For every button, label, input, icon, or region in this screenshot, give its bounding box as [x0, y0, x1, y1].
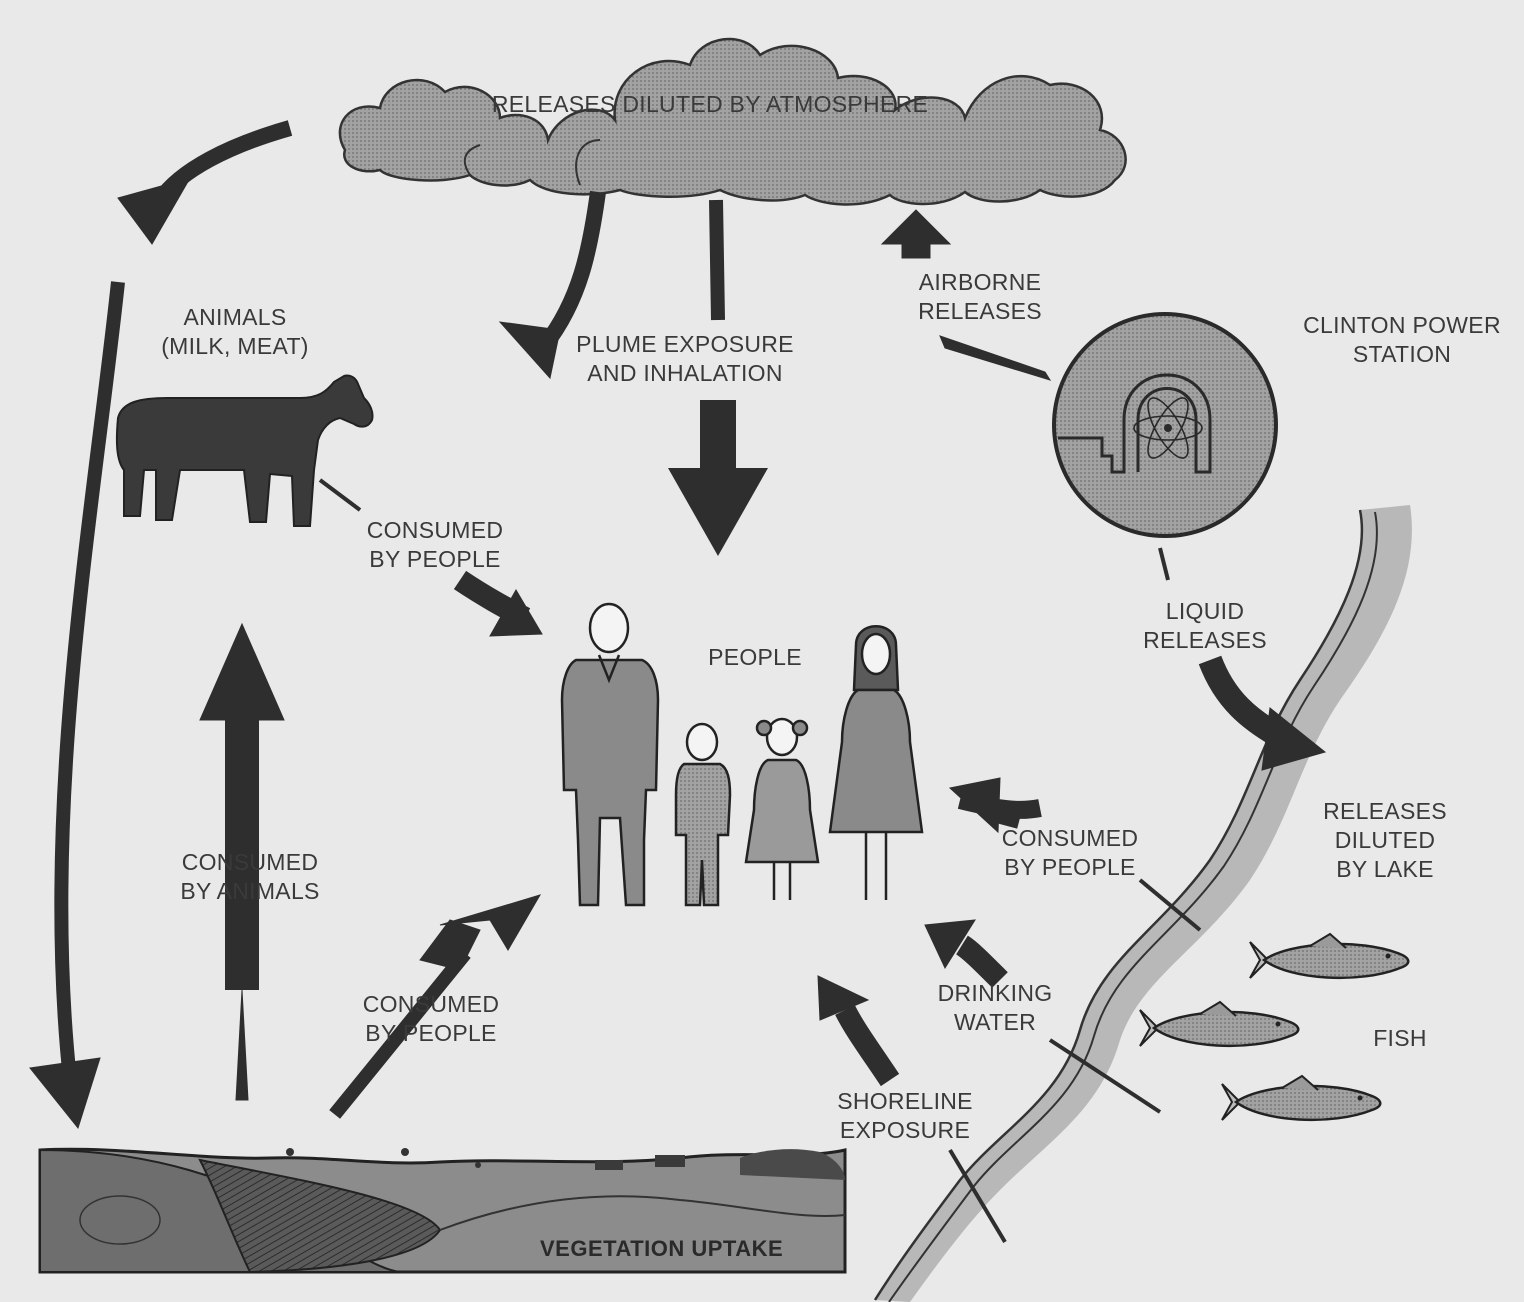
cloud-icon	[338, 37, 1127, 206]
fish-icon	[1139, 932, 1410, 1122]
people-icon	[560, 602, 924, 907]
cow-icon	[115, 374, 374, 527]
label-drinking-water: DRINKING WATER	[937, 980, 1053, 1035]
label-consumed-by-people-vegetation: CONSUMED BY PEOPLE	[362, 991, 500, 1046]
pathway-arrows	[29, 120, 1327, 1244]
label-people: PEOPLE	[708, 644, 802, 670]
vegetation-landscape-icon	[38, 1147, 847, 1274]
arrow-to-vegetation-head	[29, 1057, 101, 1130]
label-airborne-releases: AIRBORNE RELEASES	[918, 269, 1042, 324]
label-plume-exposure: PLUME EXPOSURE AND INHALATION	[576, 331, 794, 386]
lakeshore-icon	[873, 505, 1412, 1302]
label-fish: FISH	[1373, 1025, 1427, 1051]
label-consumed-by-people-animals: CONSUMED BY PEOPLE	[366, 517, 504, 572]
label-releases-diluted-lake: RELEASES DILUTED BY LAKE	[1323, 798, 1447, 882]
label-shoreline-exposure: SHORELINE EXPOSURE	[837, 1088, 973, 1143]
label-animals: ANIMALS (MILK, MEAT)	[161, 304, 309, 359]
label-clinton-power-station: CLINTON POWER STATION	[1303, 312, 1501, 367]
label-vegetation-uptake: VEGETATION UPTAKE	[540, 1236, 784, 1261]
label-consumed-by-animals: CONSUMED BY ANIMALS	[180, 849, 320, 904]
arrow-atmosphere-to-ground-head	[117, 177, 192, 245]
label-releases-diluted-atmosphere: RELEASES DILUTED BY ATMOSPHERE	[491, 91, 929, 117]
power-station-icon	[1052, 312, 1278, 538]
label-consumed-by-people-fish: CONSUMED BY PEOPLE	[1001, 825, 1139, 880]
label-liquid-releases: LIQUID RELEASES	[1143, 598, 1267, 653]
